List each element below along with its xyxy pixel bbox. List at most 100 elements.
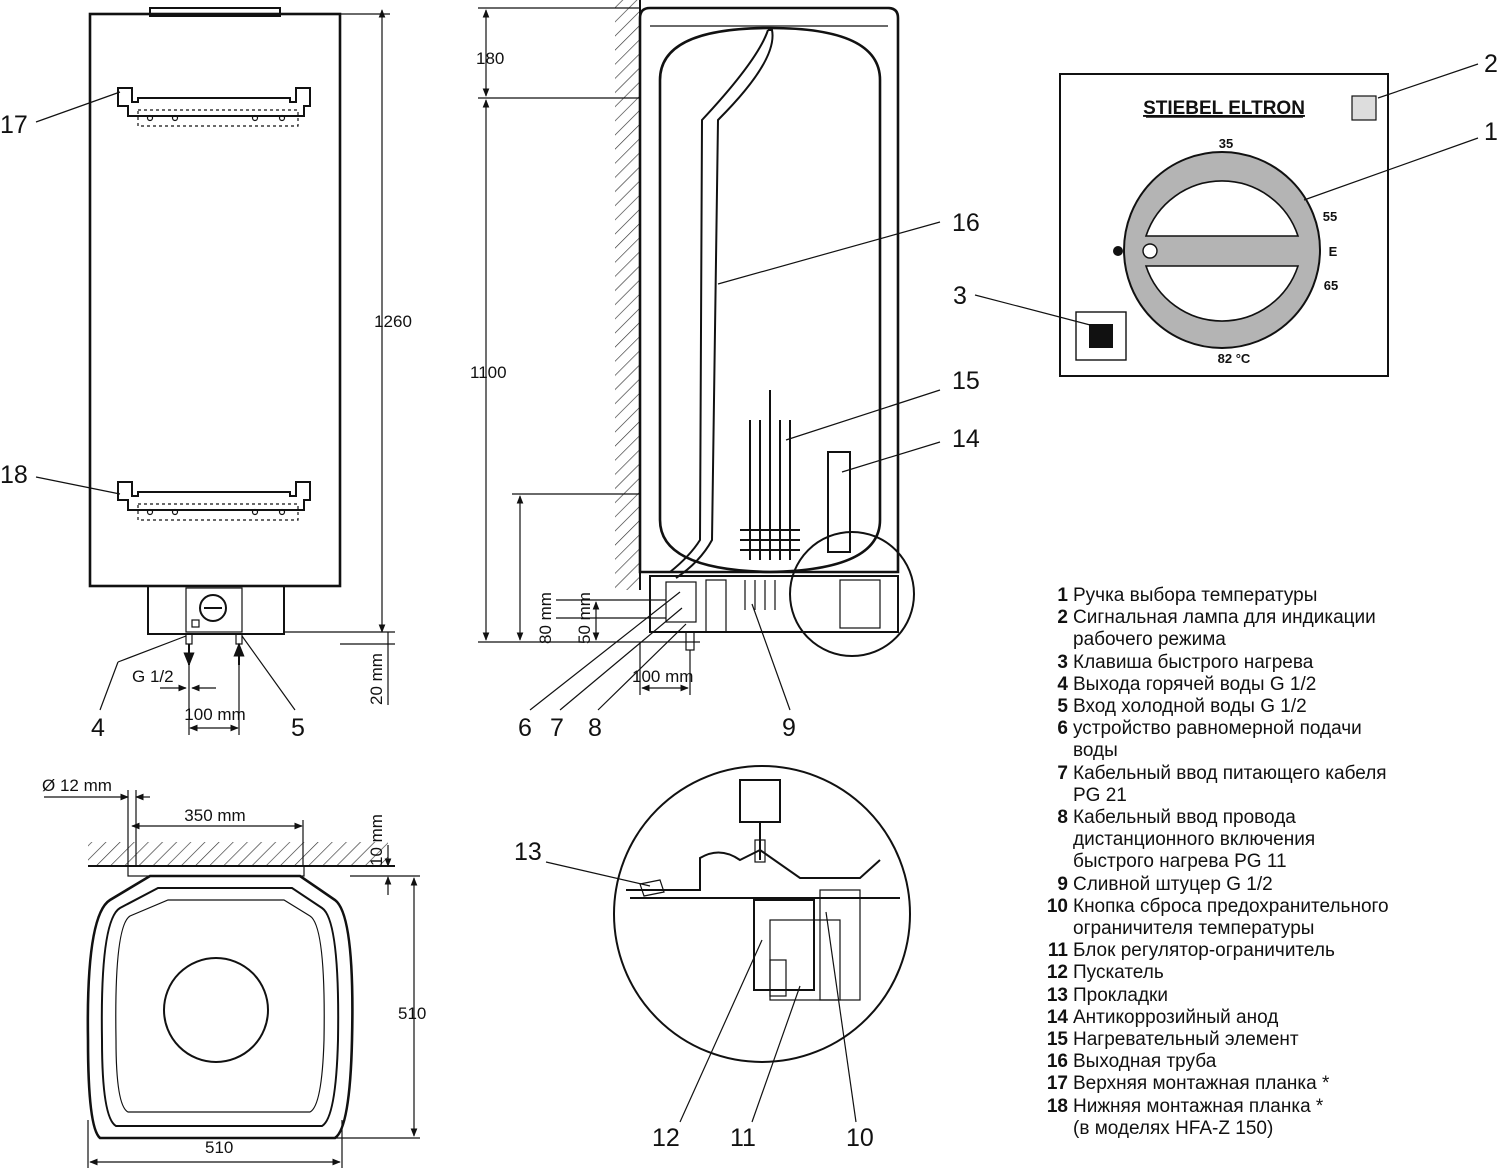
temp-55: 55 <box>1323 209 1337 224</box>
callout-7: 7 <box>550 714 564 742</box>
legend-number: 2 <box>1057 607 1068 629</box>
legend-number: 8 <box>1057 807 1068 829</box>
callout-9: 9 <box>782 714 796 742</box>
legend-text: Антикоррозийный анод <box>1073 1007 1496 1029</box>
anode <box>827 451 851 553</box>
legend-text: Ручка выбора температуры <box>1073 585 1496 607</box>
legend-number: 13 <box>1046 984 1068 1006</box>
dim-100mm-front: 100 mm <box>184 705 245 724</box>
dim-100mm-side: 100 mm <box>632 667 693 686</box>
legend-line: Нагревательный элемент <box>1073 1029 1299 1051</box>
legend-number: 17 <box>1046 1073 1068 1095</box>
legend-text: Нижняя монтажная планка *(в моделях HFA-… <box>1073 1096 1496 1140</box>
detail-view: 13 12 11 10 <box>514 765 911 1152</box>
legend-line: воды <box>1073 740 1118 762</box>
legend-text: Блок регулятор-ограничитель <box>1073 940 1496 962</box>
temp-82: 82 °C <box>1218 351 1251 366</box>
legend-number: 1 <box>1057 585 1068 606</box>
legend-line: Нижняя монтажная планка * <box>1073 1095 1324 1117</box>
side-section: 180 1100 80 mm 50 mm 100 mm 16 15 14 6 7… <box>470 0 980 742</box>
heating-element <box>740 390 800 560</box>
callout-15: 15 <box>952 367 980 395</box>
legend-number: 3 <box>1057 651 1068 673</box>
upper-mounting-strip <box>117 87 311 127</box>
callout-5: 5 <box>291 714 305 742</box>
callout-12: 12 <box>652 1124 680 1152</box>
legend-line: дистанционного включения <box>1073 829 1316 851</box>
legend-line: PG 21 <box>1073 784 1127 806</box>
callout-1: 1 <box>1484 118 1498 146</box>
legend-text: Вход холодной воды G 1/2 <box>1073 696 1496 718</box>
rapid-heat-button[interactable] <box>1075 311 1127 361</box>
callout-6: 6 <box>518 714 532 742</box>
legend-line: устройство равномерной подачи <box>1073 718 1362 740</box>
legend-line: Кабельный ввод питающего кабеля <box>1073 762 1387 784</box>
dim-80mm: 80 mm <box>536 592 555 644</box>
top-view: Ø 12 mm 350 mm 10 mm 510 510 <box>42 776 426 1168</box>
callout-11: 11 <box>730 1124 756 1152</box>
legend-line: быстрого нагрева PG 11 <box>1073 851 1287 873</box>
detail-circle-small <box>789 531 915 657</box>
legend-line: Кабельный ввод провода <box>1073 807 1296 829</box>
legend-line: рабочего режима <box>1073 629 1226 651</box>
legend-text: Пускатель <box>1073 962 1496 984</box>
temperature-knob[interactable] <box>1123 151 1321 349</box>
callout-4: 4 <box>91 714 105 742</box>
legend-number: 6 <box>1057 718 1068 740</box>
front-view: 1260 20 mm G 1/2 100 mm 17 18 4 5 <box>0 7 412 742</box>
dim-1260: 1260 <box>374 312 412 331</box>
legend-line: Выхода горячей воды G 1/2 <box>1073 673 1317 695</box>
legend-line: Кнопка сброса предохранительного <box>1073 895 1389 917</box>
legend-text: Выходная труба <box>1073 1051 1496 1073</box>
callout-13: 13 <box>514 838 542 866</box>
legend-line: Выходная труба <box>1073 1051 1217 1073</box>
lower-mounting-strip <box>117 481 311 521</box>
legend-line: Ручка выбора температуры <box>1073 585 1318 606</box>
callout-8: 8 <box>588 714 602 742</box>
legend-number: 14 <box>1046 1006 1068 1028</box>
legend-text: Сливной штуцер G 1/2 <box>1073 874 1496 896</box>
dim-g12: G 1/2 <box>132 667 174 686</box>
callout-18: 18 <box>0 461 28 489</box>
signal-lamp <box>1351 95 1377 121</box>
legend-number: 15 <box>1046 1029 1068 1051</box>
dim-hole: Ø 12 mm <box>42 776 112 795</box>
legend-number: 16 <box>1046 1051 1068 1073</box>
legend-text: Выхода горячей воды G 1/2 <box>1073 674 1496 696</box>
dim-510-depth: 510 <box>398 1004 426 1023</box>
legend-line: Блок регулятор-ограничитель <box>1073 940 1335 962</box>
callout-2: 2 <box>1484 50 1498 78</box>
callout-17: 17 <box>0 111 28 139</box>
callout-16: 16 <box>952 209 980 237</box>
front-knob <box>199 594 227 622</box>
temp-e: E <box>1329 244 1338 259</box>
legend-line: Антикоррозийный анод <box>1073 1006 1279 1028</box>
legend-text: Верхняя монтажная планка * <box>1073 1073 1496 1095</box>
callout-14: 14 <box>952 425 980 453</box>
temp-65: 65 <box>1324 278 1338 293</box>
dim-10mm: 10 mm <box>367 814 386 866</box>
legend-line: Сигнальная лампа для индикации <box>1073 607 1376 629</box>
knob-pointer-dot <box>1113 246 1123 256</box>
brand-logo: STIEBEL ELTRON <box>1143 98 1305 119</box>
legend-text: Клавиша быстрого нагрева <box>1073 652 1496 674</box>
